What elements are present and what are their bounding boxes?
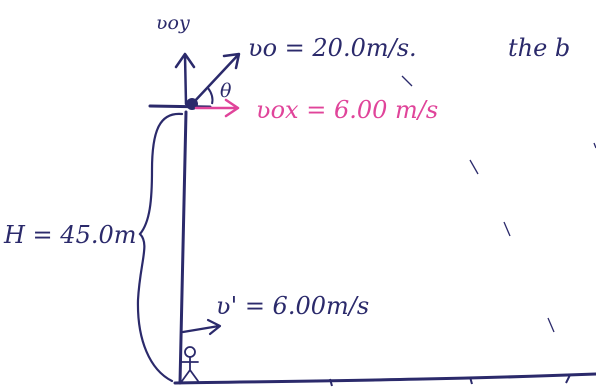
v-prime-arrow — [181, 318, 222, 336]
cliff-line — [178, 110, 188, 385]
theta-label: θ — [220, 80, 232, 102]
trajectory-dash — [469, 159, 479, 175]
v-oy-label: ʋoy — [156, 12, 190, 34]
trajectory-dash — [547, 317, 555, 333]
height-label: H = 45.0m — [3, 221, 137, 249]
stick-figure-icon — [181, 346, 199, 382]
v-prime-label: ʋ' = 6.00m/s — [216, 292, 369, 320]
angle-arc — [207, 87, 214, 105]
v-o-label: ʋo = 20.0m/s. — [248, 34, 417, 62]
note-text: the b — [508, 34, 570, 62]
v-ox-label: ʋox = 6.00 m/s — [256, 96, 438, 124]
ground-tick — [469, 376, 473, 385]
trajectory-dash — [503, 221, 511, 237]
height-brace — [136, 112, 184, 383]
v-o-arrow — [191, 52, 241, 105]
v-ox-arrow — [194, 98, 240, 118]
trajectory-dash — [401, 75, 413, 87]
ground-line — [173, 372, 596, 385]
ground-tick — [565, 374, 571, 384]
v-oy-arrow — [174, 52, 196, 106]
ground-tick — [329, 378, 333, 387]
